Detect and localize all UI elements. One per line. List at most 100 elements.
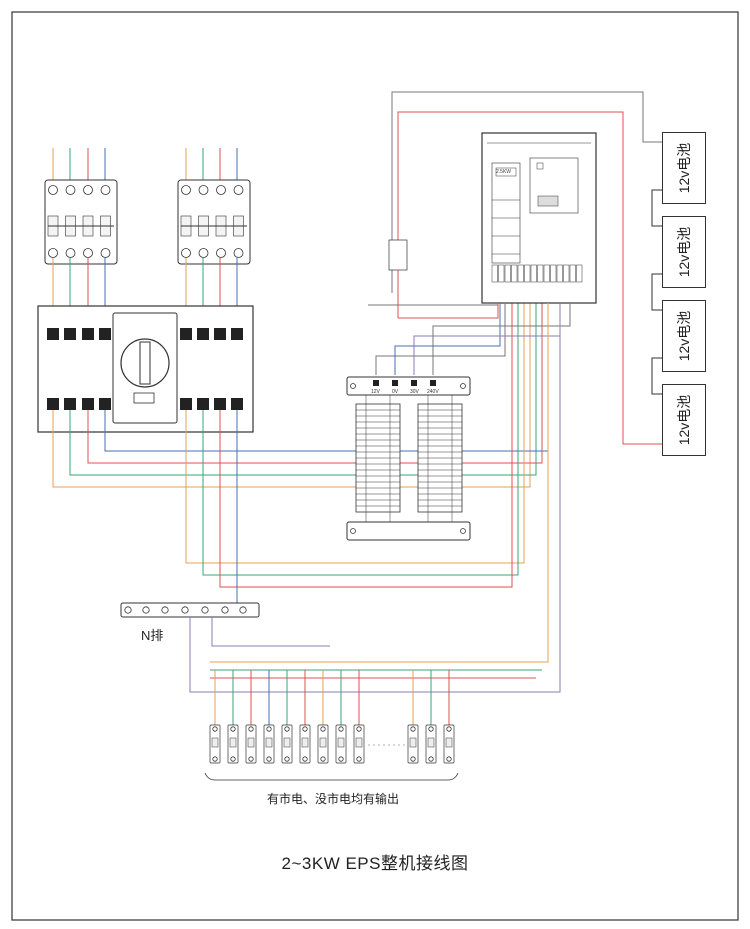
- output-breaker-toggle: [319, 737, 327, 748]
- transformer-eps-wire: [413, 303, 561, 375]
- output-breaker-toggle: [427, 737, 435, 748]
- output-breaker-toggle: [301, 737, 309, 748]
- n-bar-terminal: [181, 606, 189, 614]
- transformer-tap: [373, 380, 379, 386]
- eps-terminal: [491, 264, 498, 283]
- ats-terminal-bottom: [197, 398, 209, 410]
- output-neutral-bus: [189, 303, 561, 693]
- transformer-bolt: [460, 528, 466, 534]
- n-bar-terminal: [161, 606, 169, 614]
- eps-dc-wire: [398, 303, 499, 319]
- tap-label-12v: 12V: [371, 389, 380, 395]
- eps-terminal: [556, 264, 563, 283]
- output-breaker-terminal: [356, 726, 362, 732]
- ats-terminal-bottom: [82, 398, 94, 410]
- output-breaker-terminal: [428, 726, 434, 732]
- breaker-right-terminal-bottom: [233, 248, 244, 258]
- transformer-top-plate: [346, 376, 471, 396]
- transformer-bottom-plate: [346, 521, 471, 541]
- transformer-eps-wire: [432, 303, 571, 375]
- output-breaker-toggle: [355, 737, 363, 748]
- output-breaker-terminal: [410, 726, 416, 732]
- ats-terminal-bottom: [99, 398, 111, 410]
- ats-output-wire: [87, 303, 543, 464]
- transformer-eps-wire: [394, 303, 501, 375]
- battery-2-label: 12v电池: [676, 226, 692, 278]
- eps-display: [537, 195, 559, 207]
- eps-terminal: [563, 264, 570, 283]
- transformer-tap: [430, 380, 436, 386]
- ats-terminal-bottom: [214, 398, 226, 410]
- tap-label-30v: 30V: [410, 389, 419, 395]
- breaker-left-terminal-bottom: [65, 248, 76, 258]
- output-breaker-toggle: [283, 737, 291, 748]
- output-breaker-terminal: [248, 756, 254, 762]
- output-breaker-toggle: [337, 737, 345, 748]
- output-breaker-terminal: [320, 756, 326, 762]
- breaker-right-terminal-top: [216, 185, 226, 195]
- tap-label-240v: 240V: [427, 389, 439, 395]
- transformer-tap: [411, 380, 417, 386]
- ats-terminal-bottom: [47, 398, 59, 410]
- ats-output-wire: [219, 303, 513, 588]
- output-breaker-terminal: [320, 726, 326, 732]
- ats-terminal-bottom: [180, 398, 192, 410]
- dc-fuse-holder: [388, 239, 408, 271]
- ats-output-wire: [52, 303, 531, 488]
- output-breaker-terminal: [428, 756, 434, 762]
- ats-terminal-bottom: [231, 398, 243, 410]
- battery-link: [651, 357, 662, 395]
- ats-terminal-top: [99, 328, 111, 340]
- breaker-right: [177, 179, 251, 265]
- battery-1: 12v电池: [662, 132, 706, 204]
- battery-wire-neg: [391, 91, 662, 293]
- breaker-right-terminal-bottom: [216, 248, 226, 258]
- ats-output-wire: [185, 303, 525, 564]
- breaker-right-terminal-top: [181, 185, 191, 195]
- output-breaker-terminal: [356, 756, 362, 762]
- transformer-bolt: [350, 528, 356, 534]
- breaker-left-terminal-bottom: [100, 248, 111, 258]
- output-breaker-terminal: [230, 726, 236, 732]
- breaker-left: [44, 179, 118, 265]
- ats-terminal-top: [82, 328, 94, 340]
- output-label: 有市电、没市电均有输出: [266, 792, 399, 806]
- output-breaker-terminal: [284, 756, 290, 762]
- eps-terminal: [511, 264, 518, 283]
- output-breaker-terminal: [266, 756, 272, 762]
- battery-link: [651, 189, 662, 227]
- n-bar: [120, 602, 260, 618]
- breaker-left-terminal-bottom: [83, 248, 93, 258]
- output-breaker-terminal: [338, 726, 344, 732]
- battery-3: 12v电池: [662, 300, 706, 372]
- transformer-eps-wire: [375, 303, 506, 375]
- battery-3-label: 12v电池: [676, 310, 692, 362]
- breaker-left-terminal-bottom: [48, 248, 58, 258]
- output-breaker-toggle: [445, 737, 453, 748]
- eps-label-box: [495, 167, 517, 177]
- output-breaker-terminal: [248, 726, 254, 732]
- transformer-bolt: [350, 383, 356, 389]
- diagram-title: 2~3KW EPS整机接线图: [281, 854, 469, 873]
- battery-wire-pos: [397, 111, 662, 445]
- eps-left-panel: [491, 162, 521, 264]
- output-breaker-terminal: [212, 726, 218, 732]
- output-breaker-terminal: [338, 756, 344, 762]
- eps-terminal: [569, 264, 576, 283]
- battery-4-label: 12v电池: [676, 394, 692, 446]
- page-frame: [11, 11, 739, 921]
- eps-terminal: [517, 264, 524, 283]
- breaker-left-terminal-top: [100, 185, 111, 195]
- output-breaker-terminal: [284, 726, 290, 732]
- eps-terminal: [576, 264, 583, 283]
- breaker-left-terminal-top: [83, 185, 93, 195]
- transformer-tap: [392, 380, 398, 386]
- breaker-right-terminal-bottom: [198, 248, 209, 258]
- n-bar-terminal: [201, 606, 209, 614]
- breaker-right-terminal-bottom: [181, 248, 191, 258]
- output-breaker-terminal: [212, 756, 218, 762]
- ats-terminal-top: [197, 328, 209, 340]
- n-bar-terminal: [124, 606, 132, 614]
- breaker-right-terminal-top: [233, 185, 244, 195]
